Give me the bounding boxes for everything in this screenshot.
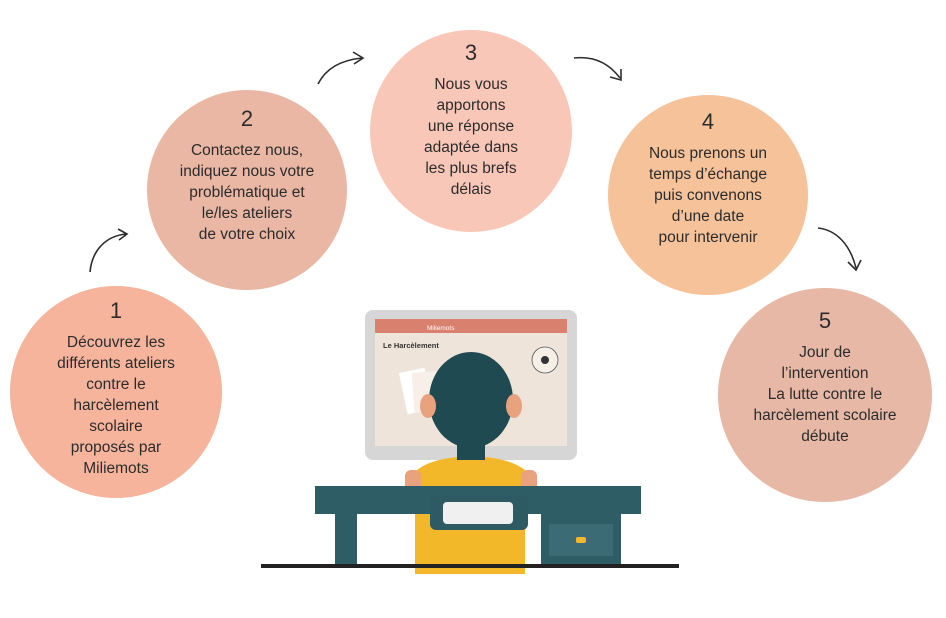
step-text-line: contre le [86, 376, 146, 393]
step-text-line: Découvrez les [66, 334, 166, 351]
step-text-line: Contactez nous, [190, 142, 303, 159]
desk [315, 486, 641, 574]
step-text-line: différents ateliers [57, 355, 175, 372]
step-text-line: débute [801, 428, 849, 445]
step-1-circle: 1 Découvrez les différents ateliers cont… [10, 286, 222, 498]
screen-page-heading: Le Harcèlement [383, 341, 439, 350]
step-2-circle: 2 Contactez nous, indiquez nous votre pr… [147, 90, 347, 290]
step-description: Contactez nous, indiquez nous votre prob… [180, 140, 314, 245]
step-description: Découvrez les différents ateliers contre… [57, 332, 175, 479]
step-text-line: proposés par [70, 439, 162, 456]
step-number: 2 [240, 106, 254, 131]
step-text-line: délais [450, 181, 492, 198]
step-description: Nous prenons un temps d’échange puis con… [649, 143, 767, 248]
curved-arrow-icon [317, 51, 365, 85]
computer-desk-illustration: Miliemots Le Harcèlement [261, 310, 679, 574]
step-text-line: les plus brefs [425, 160, 517, 177]
step-text-line: Nous vous [434, 76, 508, 93]
curved-arrow-icon [817, 227, 862, 272]
step-text-line: La lutte contre le [767, 386, 883, 403]
step-number: 1 [109, 298, 123, 323]
step-text-line: scolaire [89, 418, 143, 435]
step-text-line: de votre choix [198, 226, 296, 243]
step-text-line: pour intervenir [658, 229, 758, 246]
step-text-line: le/les ateliers [201, 205, 293, 222]
step-text-line: l’intervention [781, 365, 869, 382]
step-text-line: Jour de [799, 344, 851, 361]
step-3-circle: 3 Nous vous apportons une réponse adapté… [370, 30, 572, 232]
step-text-line: apportons [436, 97, 506, 114]
step-description: Jour de l’intervention La lutte contre l… [753, 342, 896, 447]
step-description: Nous vous apportons une réponse adaptée … [424, 74, 518, 200]
step-text-line: harcèlement scolaire [753, 407, 897, 424]
step-text-line: une réponse [427, 118, 515, 135]
step-number: 4 [701, 109, 715, 134]
step-text-line: d’une date [671, 208, 745, 225]
step-text-line: Nous prenons un [648, 145, 768, 162]
step-5-circle: 5 Jour de l’intervention La lutte contre… [718, 288, 932, 502]
step-text-line: indiquez nous votre [179, 163, 315, 180]
step-text-line: harcèlement [73, 397, 159, 414]
curved-arrow-icon [573, 56, 622, 82]
step-4-circle: 4 Nous prenons un temps d’échange puis c… [608, 95, 808, 295]
curved-arrow-icon [89, 228, 129, 273]
floor-line [261, 564, 679, 568]
screen-site-name: Miliemots [427, 325, 455, 332]
step-text-line: puis convenons [654, 187, 762, 204]
step-text-line: adaptée dans [424, 139, 518, 156]
step-text-line: Miliemots [83, 460, 149, 477]
step-number: 3 [464, 40, 478, 65]
screen-header-bar [375, 319, 567, 333]
step-text-line: temps d’échange [648, 166, 768, 183]
step-number: 5 [818, 308, 832, 333]
step-text-line: problématique et [189, 184, 305, 201]
